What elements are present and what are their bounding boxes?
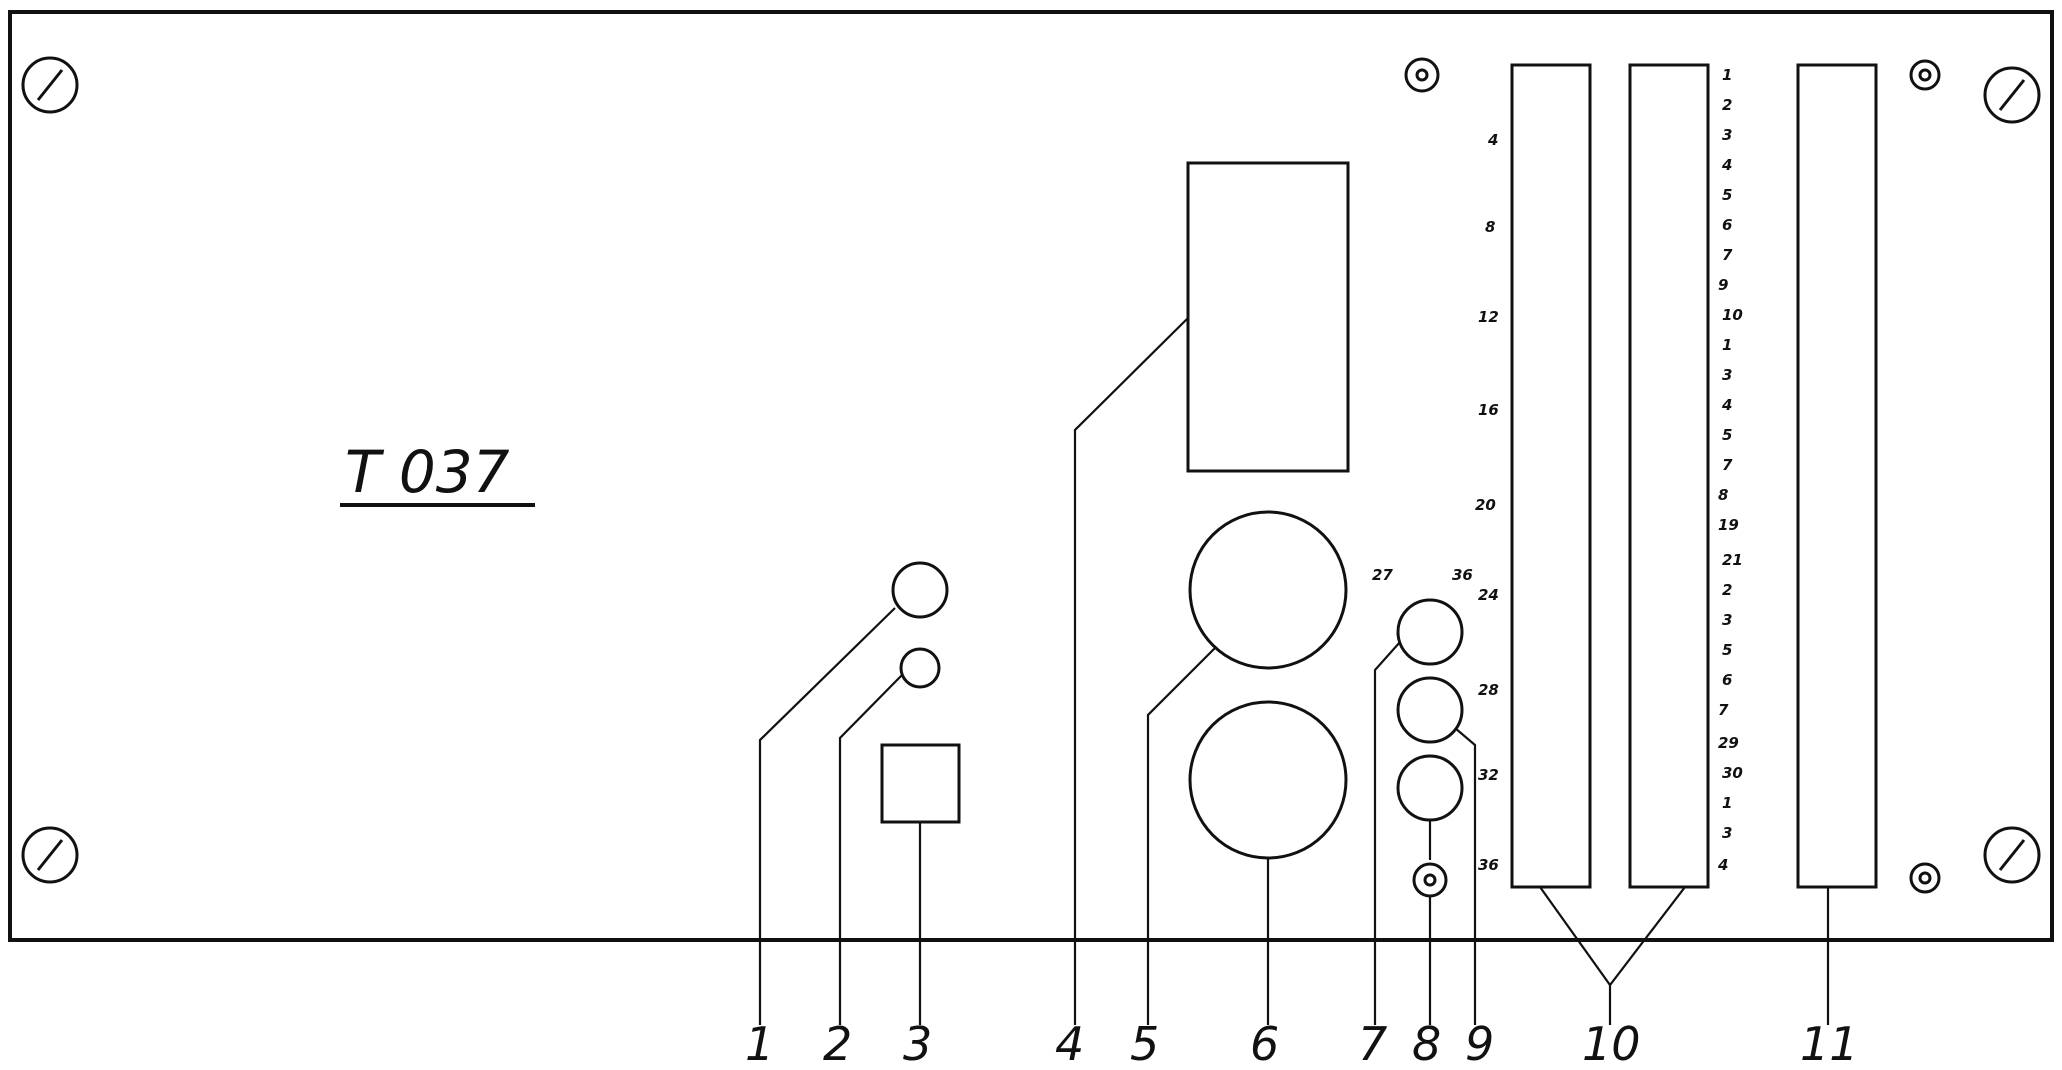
svg-text:10: 10 bbox=[1722, 306, 1743, 324]
mounting-hole-top-b bbox=[1909, 59, 1941, 91]
terminal-strip-left bbox=[1510, 63, 1592, 889]
svg-text:5: 5 bbox=[1722, 641, 1732, 659]
callout-label-2: 2 bbox=[823, 1017, 852, 1070]
svg-text:4: 4 bbox=[1721, 156, 1732, 174]
callout-label-6: 6 bbox=[1250, 1017, 1279, 1070]
small-connector-bottom bbox=[1396, 754, 1464, 822]
svg-text:30: 30 bbox=[1722, 764, 1743, 782]
svg-text:3: 3 bbox=[1722, 824, 1732, 842]
strip-left-label: 8 bbox=[1485, 218, 1495, 236]
callout-label-3: 3 bbox=[903, 1017, 932, 1070]
callout-label-11: 11 bbox=[1800, 1017, 1859, 1070]
large-connector-lower bbox=[1188, 700, 1348, 860]
strip-left-label: 24 bbox=[1478, 586, 1499, 604]
svg-text:19: 19 bbox=[1718, 516, 1739, 534]
callout-label-8: 8 bbox=[1412, 1017, 1441, 1070]
svg-text:3: 3 bbox=[1722, 366, 1732, 384]
svg-text:4: 4 bbox=[1717, 856, 1728, 874]
corner-screw-top-right bbox=[1983, 66, 2041, 124]
svg-text:7: 7 bbox=[1722, 246, 1733, 264]
callout-label-5: 5 bbox=[1130, 1017, 1159, 1070]
strip-left-label: 28 bbox=[1478, 681, 1499, 699]
svg-text:2: 2 bbox=[1722, 96, 1732, 114]
svg-text:5: 5 bbox=[1722, 426, 1732, 444]
strip-left-label: 12 bbox=[1478, 308, 1499, 326]
strip-left-label: 4 bbox=[1487, 131, 1498, 149]
svg-text:1: 1 bbox=[1722, 794, 1732, 812]
mounting-hole-top-a bbox=[1404, 57, 1440, 93]
panel-outline bbox=[8, 10, 2054, 942]
strip-left-label: 32 bbox=[1478, 766, 1499, 784]
callout-label-9: 9 bbox=[1465, 1017, 1494, 1070]
round-knob bbox=[891, 561, 949, 619]
svg-text:8: 8 bbox=[1718, 486, 1728, 504]
rectangular-display bbox=[1186, 161, 1350, 473]
svg-text:3: 3 bbox=[1722, 126, 1732, 144]
square-switch bbox=[880, 743, 961, 824]
strip-right-labels: 1 2 3 4 5 6 7 9 10 1 3 4 5 7 8 19 21 2 3… bbox=[1717, 66, 1743, 874]
svg-text:21: 21 bbox=[1722, 551, 1743, 569]
callout-label-4: 4 bbox=[1055, 1017, 1084, 1070]
small-indicator-lamp bbox=[899, 647, 941, 689]
mounting-hole-bottom-b bbox=[1909, 862, 1941, 894]
svg-text:7: 7 bbox=[1718, 701, 1729, 719]
device-title: T 037 bbox=[345, 438, 510, 506]
terminal-strip-middle bbox=[1628, 63, 1710, 889]
svg-text:2: 2 bbox=[1722, 581, 1732, 599]
svg-text:9: 9 bbox=[1718, 276, 1728, 294]
svg-text:1: 1 bbox=[1722, 66, 1732, 84]
strip-left-label: 16 bbox=[1478, 401, 1499, 419]
callout-label-1: 1 bbox=[745, 1017, 774, 1070]
small-connector-top bbox=[1396, 598, 1464, 666]
small-connector-middle bbox=[1396, 676, 1464, 744]
strip-left-label: 20 bbox=[1475, 496, 1496, 514]
corner-screw-top-left bbox=[21, 56, 79, 114]
corner-screw-bottom-left bbox=[21, 826, 79, 884]
svg-text:4: 4 bbox=[1721, 396, 1732, 414]
svg-text:6: 6 bbox=[1722, 216, 1732, 234]
svg-text:1: 1 bbox=[1722, 336, 1732, 354]
strip-left-label: 36 bbox=[1478, 856, 1499, 874]
corner-screw-bottom-right bbox=[1983, 826, 2041, 884]
callout-label-10: 10 bbox=[1582, 1017, 1641, 1070]
large-connector-upper bbox=[1188, 510, 1348, 670]
ground-terminal bbox=[1412, 862, 1448, 898]
callout-label-7: 7 bbox=[1358, 1017, 1387, 1070]
svg-text:5: 5 bbox=[1722, 186, 1732, 204]
terminal-strip-right bbox=[1796, 63, 1878, 889]
svg-text:29: 29 bbox=[1718, 734, 1739, 752]
connector-label-27: 27 bbox=[1372, 566, 1393, 584]
connector-label-36: 36 bbox=[1452, 566, 1473, 584]
svg-text:7: 7 bbox=[1722, 456, 1733, 474]
svg-text:6: 6 bbox=[1722, 671, 1732, 689]
svg-text:3: 3 bbox=[1722, 611, 1732, 629]
